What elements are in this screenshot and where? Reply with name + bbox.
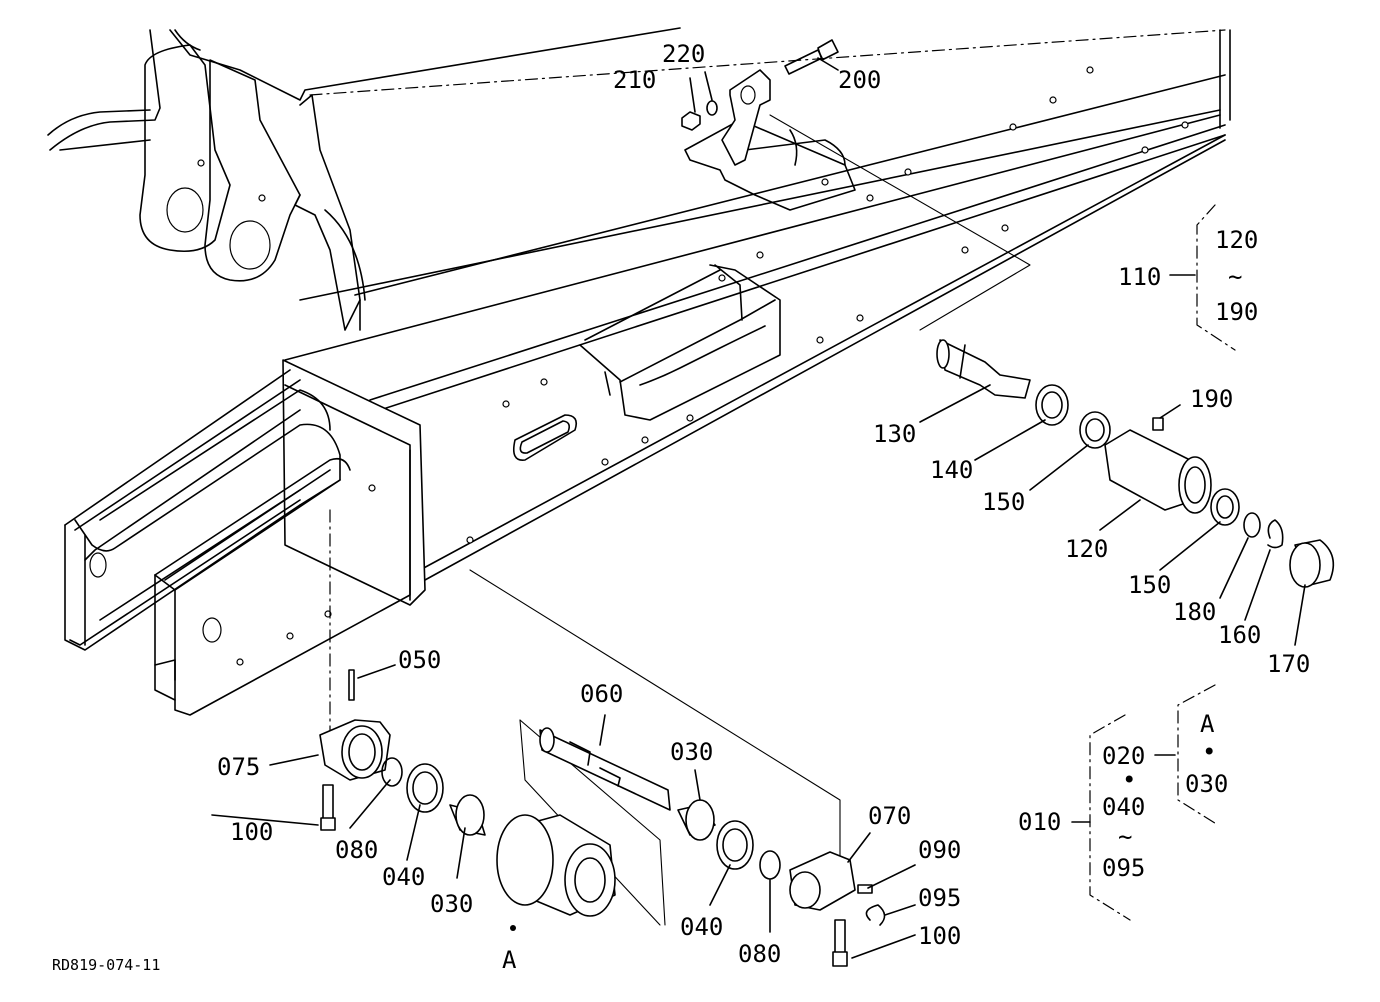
- callout-labels: 220 210 200 110 120 ~ 190 190 130 140 15…: [52, 40, 1310, 974]
- callout-100b: 100: [918, 922, 961, 950]
- callout-050: 050: [398, 646, 441, 674]
- callout-080b: 080: [738, 940, 781, 968]
- callout-180: 180: [1173, 598, 1216, 626]
- roller-parts: [319, 669, 886, 967]
- callout-095: 095: [918, 884, 961, 912]
- callout-100a: 100: [230, 818, 273, 846]
- group-010-tilde: ~: [1118, 823, 1132, 851]
- drawing-code: RD819-074-11: [52, 956, 160, 974]
- callout-200: 200: [838, 66, 881, 94]
- callout-130: 130: [873, 420, 916, 448]
- group-010-first: 020: [1102, 742, 1145, 770]
- group-020-second: 030: [1185, 770, 1228, 798]
- bolt-200-shape: [784, 49, 823, 75]
- callout-040b: 040: [680, 913, 723, 941]
- callout-030a: 030: [430, 890, 473, 918]
- group-110-top: 120: [1215, 226, 1258, 254]
- callout-190: 190: [1190, 385, 1233, 413]
- callout-040a: 040: [382, 863, 425, 891]
- beam-bolt-holes: [466, 66, 1189, 544]
- group-010-dot: •: [1122, 766, 1136, 794]
- group-010-second: 040: [1102, 793, 1145, 821]
- callout-150b: 150: [1128, 571, 1171, 599]
- callout-150a: 150: [982, 488, 1025, 516]
- callout-080a: 080: [335, 836, 378, 864]
- callout-210: 210: [613, 66, 656, 94]
- callout-120: 120: [1065, 535, 1108, 563]
- frame-assembly: [47, 27, 1231, 716]
- step-bracket: [579, 264, 781, 421]
- callout-060: 060: [580, 680, 623, 708]
- group-brackets: [1089, 204, 1236, 921]
- callout-140: 140: [930, 456, 973, 484]
- group-010-last: 095: [1102, 854, 1145, 882]
- group-020-first: A: [1200, 710, 1215, 738]
- track-frame-end: [64, 359, 426, 716]
- callout-010: 010: [1018, 808, 1061, 836]
- callout-090: 090: [918, 836, 961, 864]
- callout-220: 220: [662, 40, 705, 68]
- callout-170: 170: [1267, 650, 1310, 678]
- callout-075: 075: [217, 753, 260, 781]
- group-110-tilde: ~: [1228, 263, 1242, 291]
- callout-110: 110: [1118, 263, 1161, 291]
- callout-070: 070: [868, 802, 911, 830]
- group-020-dot: •: [1202, 738, 1216, 766]
- callout-160: 160: [1218, 621, 1261, 649]
- callout-030b: 030: [670, 738, 713, 766]
- idler-parts: [681, 39, 1335, 588]
- group-110-bottom: 190: [1215, 298, 1258, 326]
- callout-leaders: [211, 57, 1306, 959]
- detail-marker-a: A: [502, 946, 517, 974]
